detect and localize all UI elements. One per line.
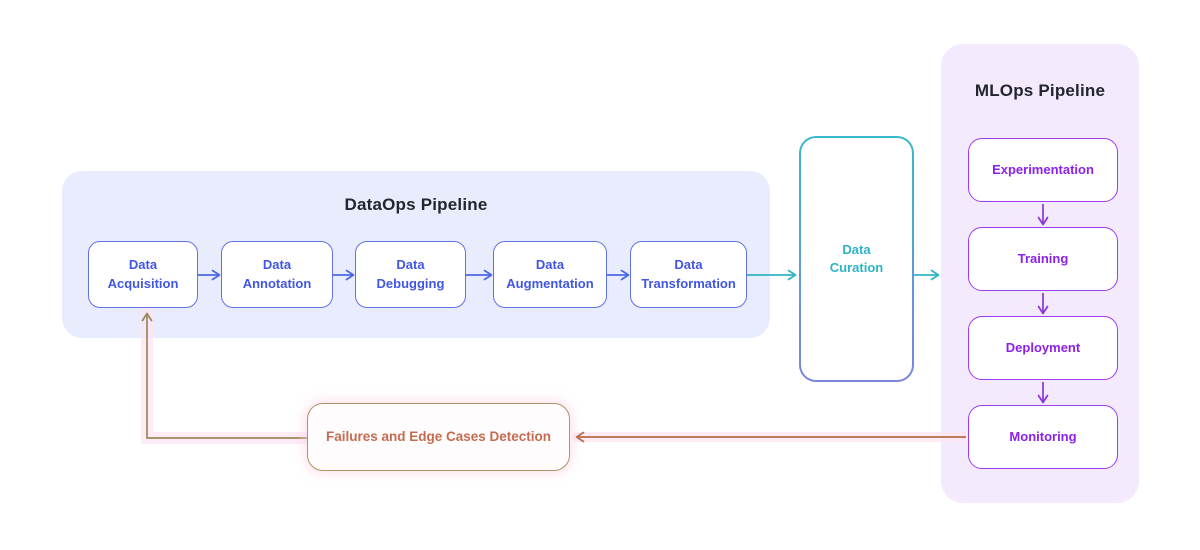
node-label: Deployment	[1005, 339, 1081, 355]
node-label: Data Augmentation	[506, 257, 594, 291]
node-label: Training	[1017, 250, 1069, 266]
node-label: Failures and Edge Cases Detection	[325, 429, 552, 445]
node-label: Data Debugging	[376, 257, 445, 291]
node-label: Experimentation	[992, 161, 1094, 177]
node-data-transformation: Data Transformation	[630, 241, 747, 308]
node-data-acquisition: Data Acquisition	[88, 241, 198, 308]
node-failures-detection: Failures and Edge Cases Detection	[307, 403, 570, 471]
node-experimentation: Experimentation	[968, 138, 1118, 202]
node-label: Data Curation	[829, 241, 884, 275]
node-label: Data Transformation	[641, 257, 736, 291]
node-monitoring: Monitoring	[968, 405, 1118, 469]
node-training: Training	[968, 227, 1118, 291]
node-label: Data Acquisition	[107, 257, 179, 291]
node-data-debugging: Data Debugging	[355, 241, 466, 308]
node-data-augmentation: Data Augmentation	[493, 241, 607, 308]
node-deployment: Deployment	[968, 316, 1118, 380]
node-data-annotation: Data Annotation	[221, 241, 333, 308]
node-label: Data Annotation	[242, 257, 312, 291]
node-label: Monitoring	[1009, 428, 1077, 444]
dataops-pipeline-title: DataOps Pipeline	[344, 195, 488, 214]
node-data-curation: Data Curation	[799, 136, 914, 382]
mlops-pipeline-title: MLOps Pipeline	[974, 81, 1106, 100]
